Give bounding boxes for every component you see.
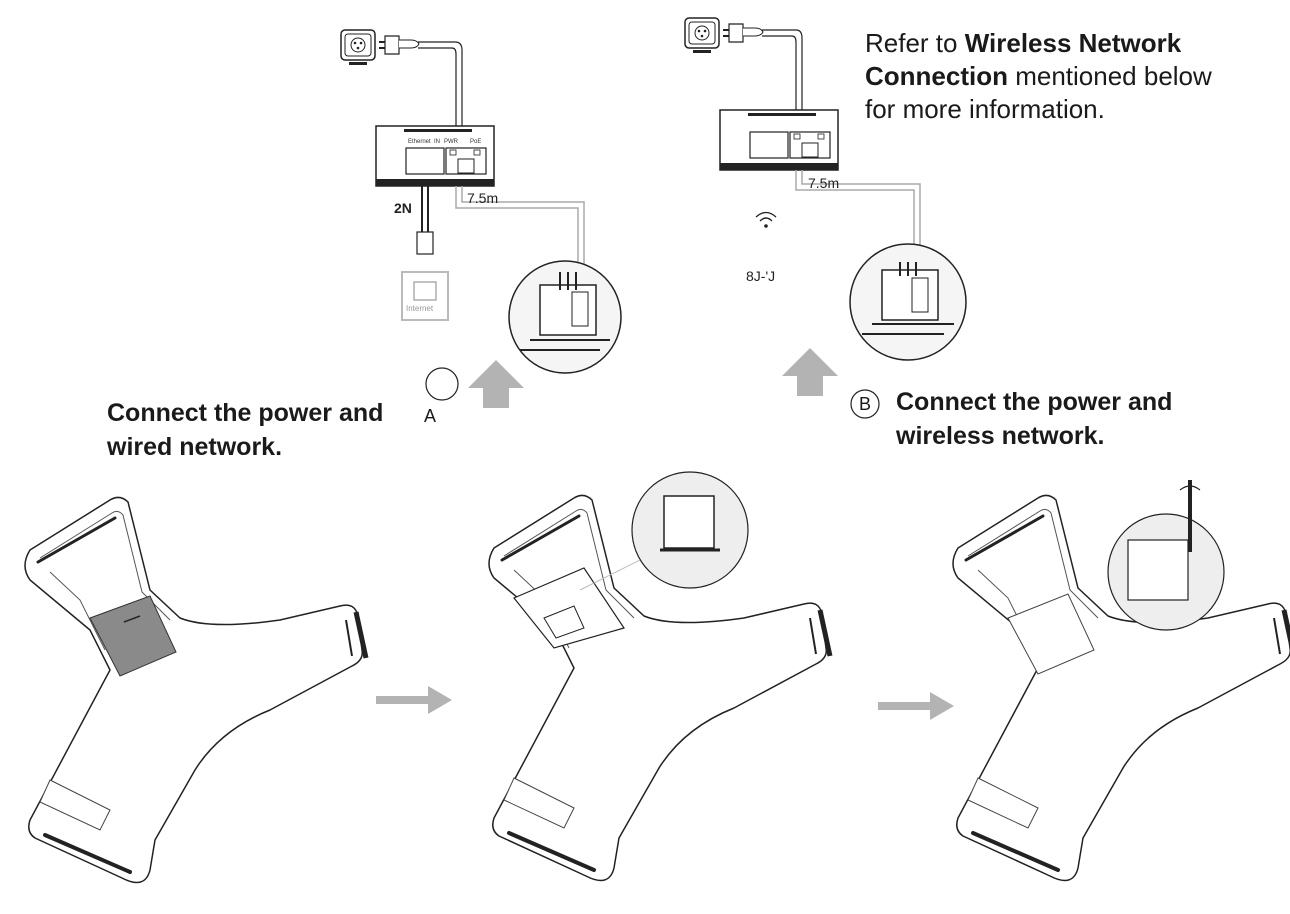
option-a-circle <box>425 367 459 401</box>
option-b-line2: wireless network. <box>896 422 1105 450</box>
note-line1-prefix: Refer to <box>865 28 965 58</box>
cable-length-b: 7.5m <box>808 175 840 191</box>
screwdriver-icon <box>1179 480 1201 552</box>
wired-marker: 2N <box>394 200 412 216</box>
phone-step-1 <box>25 497 366 882</box>
battery-cover <box>89 595 177 677</box>
note-line2-suffix: mentioned below <box>1008 61 1212 91</box>
port-in-label: IN <box>434 139 440 145</box>
power-adapter-icon-b <box>719 109 839 171</box>
note-line2-bold: Connection <box>865 61 1008 91</box>
port-pwr-label: PWR <box>444 139 458 145</box>
power-plug-icon-b <box>684 17 764 54</box>
option-b-circle <box>850 389 880 419</box>
option-a-line2: wired network. <box>107 433 283 461</box>
arrow-up-icon-b <box>782 348 838 396</box>
arrow-right-icon <box>376 686 452 714</box>
poe-cable-b <box>795 170 915 262</box>
option-b-letter: B <box>858 394 871 414</box>
arrow-up-icon <box>468 360 524 408</box>
option-a-letter: A <box>424 406 437 426</box>
wall-jack-label: Internet <box>406 304 434 313</box>
option-b-title: Connect the power and wireless network. <box>896 385 1172 453</box>
wifi-icon <box>755 211 777 228</box>
phone-step-3 <box>953 495 1290 880</box>
cable-length-a: 7.5m <box>467 190 499 206</box>
port-ethernet-label: Ethernet <box>408 139 431 145</box>
phone-step-2 <box>489 495 830 880</box>
port-poe-label: PoE <box>470 139 482 145</box>
power-plug-icon <box>340 29 420 66</box>
note-line3: for more information. <box>865 94 1105 124</box>
note-line1-bold: Wireless Network <box>964 28 1182 58</box>
power-cord <box>418 41 463 126</box>
note-text: Refer to Wireless Network Connection men… <box>865 27 1212 126</box>
arrow-right-icon-2 <box>878 692 954 720</box>
wireless-marker: 8J-'J <box>746 268 776 284</box>
option-a-line1: Connect the power and <box>107 399 384 427</box>
power-adapter-icon <box>375 125 495 187</box>
option-a-title: Connect the power and wired network. <box>107 396 383 464</box>
poe-cable-a <box>455 186 579 272</box>
option-b-line1: Connect the power and <box>896 388 1173 416</box>
